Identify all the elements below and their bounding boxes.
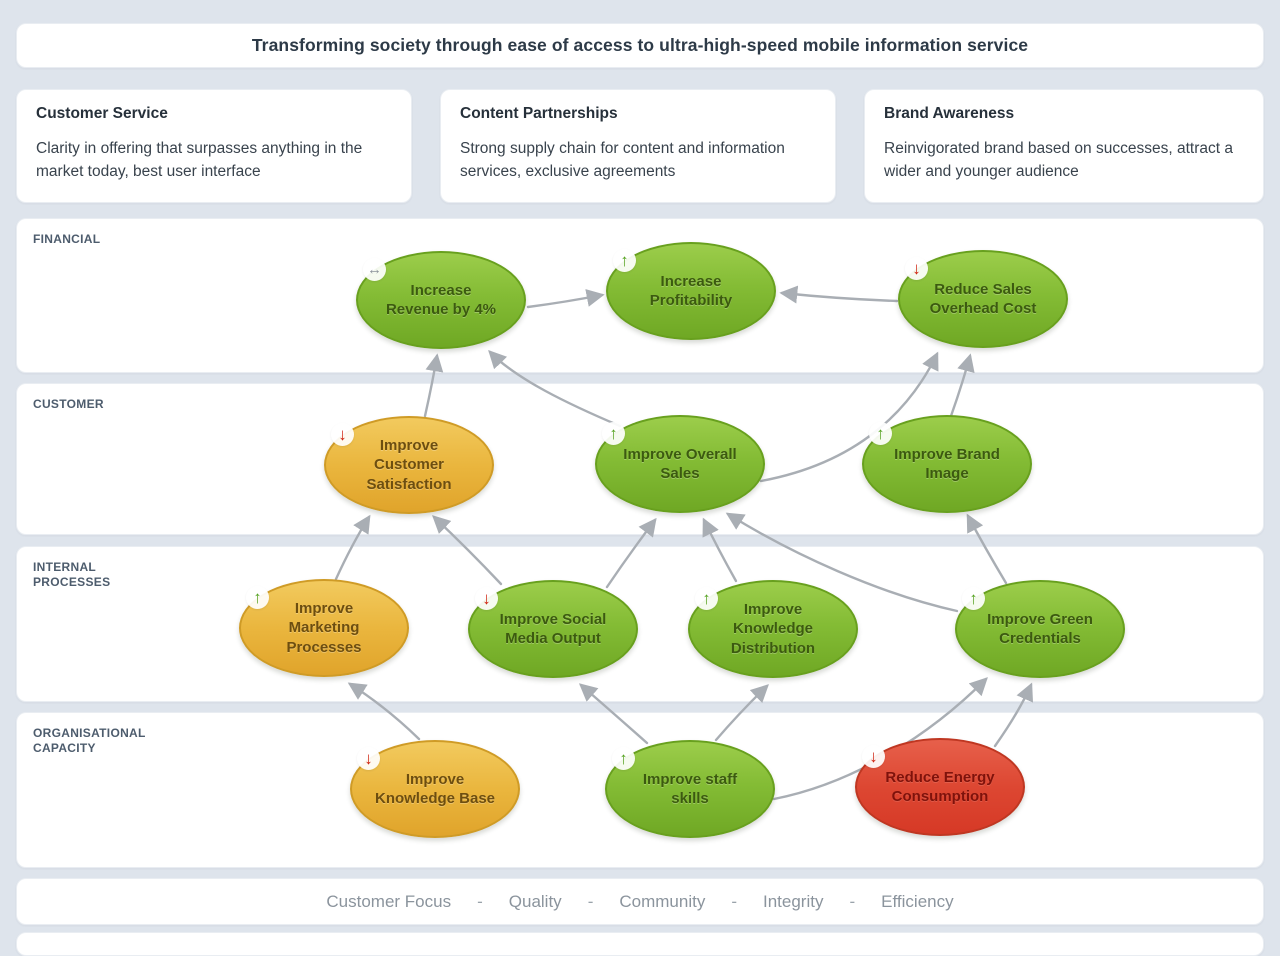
pillar-heading: Customer Service: [36, 105, 168, 122]
trend-up-icon: ↑: [246, 586, 269, 609]
trend-down-icon: ↓: [862, 745, 885, 768]
pillar-heading: Brand Awareness: [884, 105, 1015, 122]
node-improve-marketing-processes[interactable]: ↑ Improve Marketing Processes: [239, 579, 409, 677]
values-bar: Customer Focus - Quality - Community - Integri…: [16, 878, 1264, 925]
node-improve-brand-image[interactable]: ↑Improve Brand Image: [862, 415, 1032, 513]
value-item: Efficiency: [881, 891, 954, 911]
pillar-body: Reinvigorated brand based on successes, …: [884, 140, 1233, 181]
node-label: Improve Brand Image: [894, 445, 1000, 482]
lane-label-financial: FINANCIAL: [33, 232, 101, 246]
node-reduce-sales-overhead-cost[interactable]: ↓Reduce Sales Overhead Cost: [898, 250, 1068, 348]
trend-down-icon: ↓: [331, 423, 354, 446]
value-item: Integrity: [763, 891, 824, 911]
value-item: Customer Focus: [326, 891, 452, 911]
trend-up-icon: ↑: [695, 587, 718, 610]
trend-down-icon: ↓: [475, 587, 498, 610]
node-label: Increase Profitability: [649, 272, 733, 309]
node-label: Improve Customer Satisfaction: [366, 437, 452, 493]
trend-down-icon: ↓: [357, 747, 380, 770]
node-reduce-energy-consumption[interactable]: ↓Reduce Energy Consumption: [855, 738, 1025, 836]
vision-title: Transforming society through ease of acc…: [251, 35, 1029, 55]
node-label: Improve Social Media Output: [499, 610, 607, 647]
values-separator: -: [477, 891, 483, 911]
pillar-body: Strong supply chain for content and info…: [460, 140, 785, 181]
node-label: Improve Green Credentials: [987, 610, 1093, 647]
lane-label-organisational-capacity: ORGANISATIONAL CAPACITY: [33, 726, 146, 755]
node-improve-staff-skills[interactable]: ↑ Improve staff skills: [605, 740, 775, 838]
node-label: Improve Marketing Processes: [286, 600, 362, 656]
node-label: Improve Overall Sales: [623, 445, 737, 482]
node-improve-overall-sales[interactable]: ↑Improve Overall Sales: [595, 415, 765, 513]
trend-up-icon: ↑: [869, 422, 892, 445]
node-increase-profitability[interactable]: ↑ Increase Profitability: [606, 242, 776, 340]
trend-up-icon: ↑: [602, 422, 625, 445]
node-improve-knowledge-base[interactable]: ↓Improve Knowledge Base: [350, 740, 520, 838]
values-separator: -: [731, 891, 737, 911]
node-label: Increase Revenue by 4%: [385, 281, 497, 318]
node-label: Improve Knowledge Distribution: [730, 601, 816, 657]
pillar-body: Clarity in offering that surpasses anyth…: [36, 140, 363, 181]
values-separator: -: [849, 891, 856, 911]
trend-steady-icon: ↔: [363, 258, 386, 281]
pillar-card-brand-awareness: Brand Awareness Reinvigorated brand base…: [864, 89, 1264, 203]
node-improve-green-credentials[interactable]: ↑Improve Green Credentials: [955, 580, 1125, 678]
pillar-card-content-partnerships: Content Partnerships Strong supply chain…: [440, 89, 836, 203]
node-increase-revenue[interactable]: ↔Increase Revenue by 4%: [356, 251, 526, 349]
lane-label-internal-processes: INTERNAL PROCESSES: [33, 560, 111, 589]
node-label: Improve staff skills: [642, 770, 738, 807]
node-improve-social-media-output[interactable]: ↓Improve Social Media Output: [468, 580, 638, 678]
node-label: Reduce Energy Consumption: [885, 768, 995, 805]
trend-down-icon: ↓: [905, 257, 928, 280]
trend-up-icon: ↑: [613, 249, 636, 272]
node-improve-knowledge-distribution[interactable]: ↑ Improve Knowledge Distribution: [688, 580, 858, 678]
pillar-heading: Content Partnerships: [460, 105, 618, 122]
trend-up-icon: ↑: [612, 747, 635, 770]
value-item: Community: [619, 891, 706, 911]
pillar-card-customer-service: Customer Service Clarity in offering tha…: [16, 89, 412, 203]
node-label: Improve Knowledge Base: [374, 770, 496, 807]
value-item: Quality: [508, 891, 562, 911]
node-label: Reduce Sales Overhead Cost: [929, 280, 1037, 317]
node-improve-customer-satisfaction[interactable]: ↓ Improve Customer Satisfaction: [324, 416, 494, 514]
trend-up-icon: ↑: [962, 587, 985, 610]
lane-label-customer: CUSTOMER: [33, 397, 104, 411]
values-separator: -: [587, 891, 594, 911]
vision-banner: Transforming society through ease of acc…: [16, 23, 1264, 68]
